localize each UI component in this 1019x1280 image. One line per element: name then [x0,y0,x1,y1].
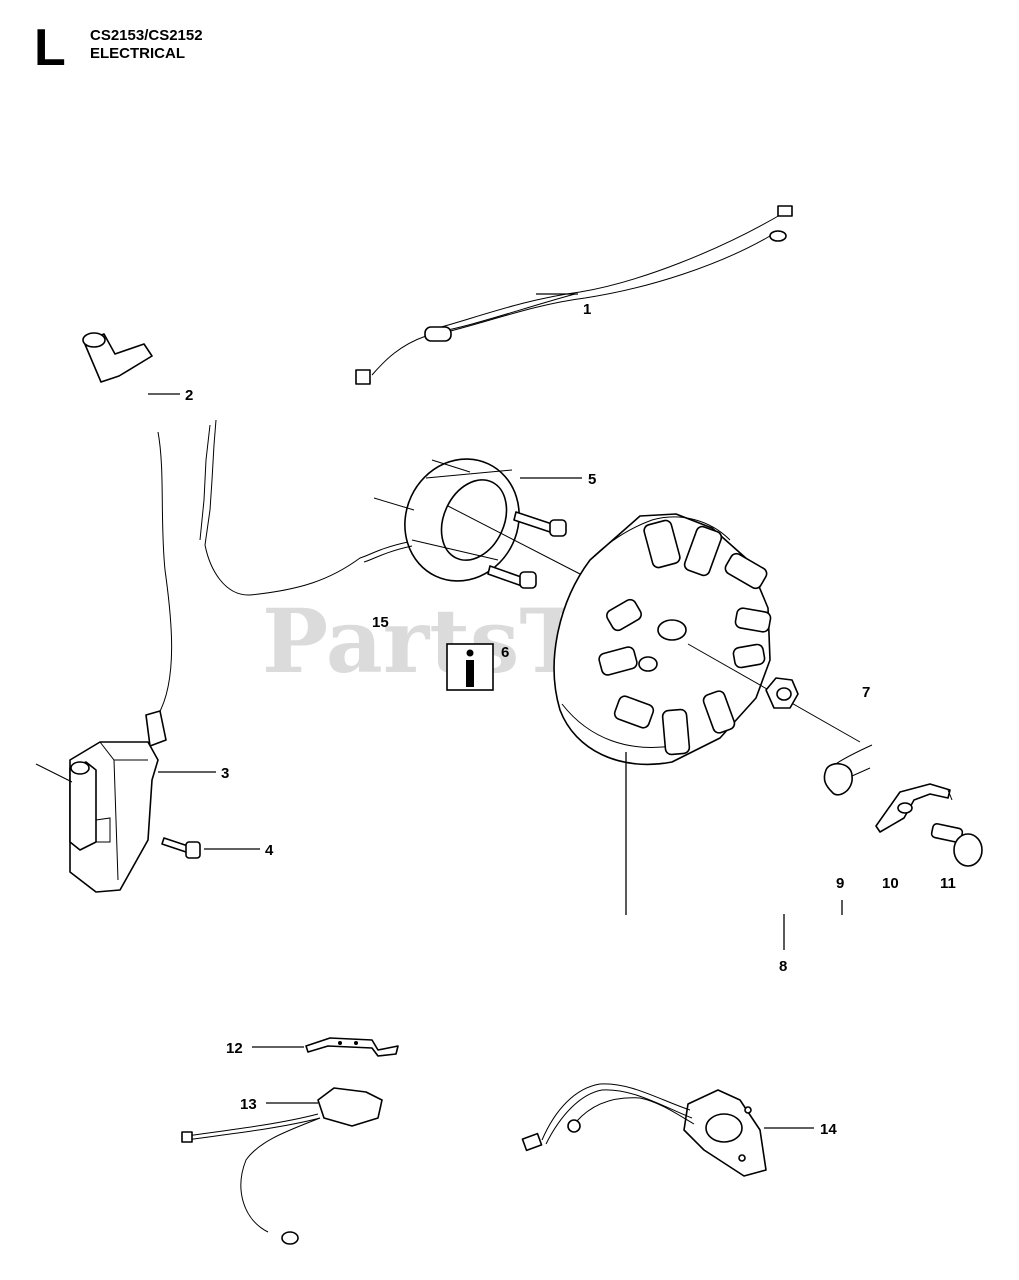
callout-10: 10 [882,875,899,892]
callout-6: 6 [501,644,509,661]
model-number: CS2153/CS2152 [90,27,203,44]
callout-1: 1 [583,301,591,318]
part-9-spring[interactable] [823,744,873,915]
callout-15: 15 [372,614,389,631]
part-7-flywheel-nut[interactable] [765,677,799,709]
callout-7: 7 [862,684,870,701]
part-1-wire-harness[interactable] [355,205,793,385]
part-10-stop-lever[interactable] [875,783,953,833]
part-13-short-circuit-cable[interactable] [181,1087,383,1245]
part-11-button[interactable] [930,822,983,867]
callout-4: 4 [265,842,274,859]
callout-12: 12 [226,1040,243,1057]
callout-13: 13 [240,1096,257,1113]
callout-8: 8 [779,958,787,975]
callout-11: 11 [940,875,956,892]
part-8-flywheel[interactable] [447,505,861,915]
callout-3: 3 [221,765,229,782]
part-4-screw[interactable] [161,837,201,859]
part-5-stator[interactable] [199,419,567,600]
part-14-plate-with-cable[interactable] [521,1083,767,1177]
part-2-spark-plug-boot[interactable] [82,332,153,383]
callout-2: 2 [185,387,193,404]
section-letter: L [34,19,66,77]
callout-14: 14 [820,1121,837,1138]
part-3-ignition-module[interactable] [35,431,173,893]
part-12-clip[interactable] [305,1037,399,1057]
part-6-info-symbol [446,643,494,691]
callout-9: 9 [836,875,844,892]
callout-5: 5 [588,471,596,488]
section-title: ELECTRICAL [90,45,185,62]
info-icon [466,649,474,657]
